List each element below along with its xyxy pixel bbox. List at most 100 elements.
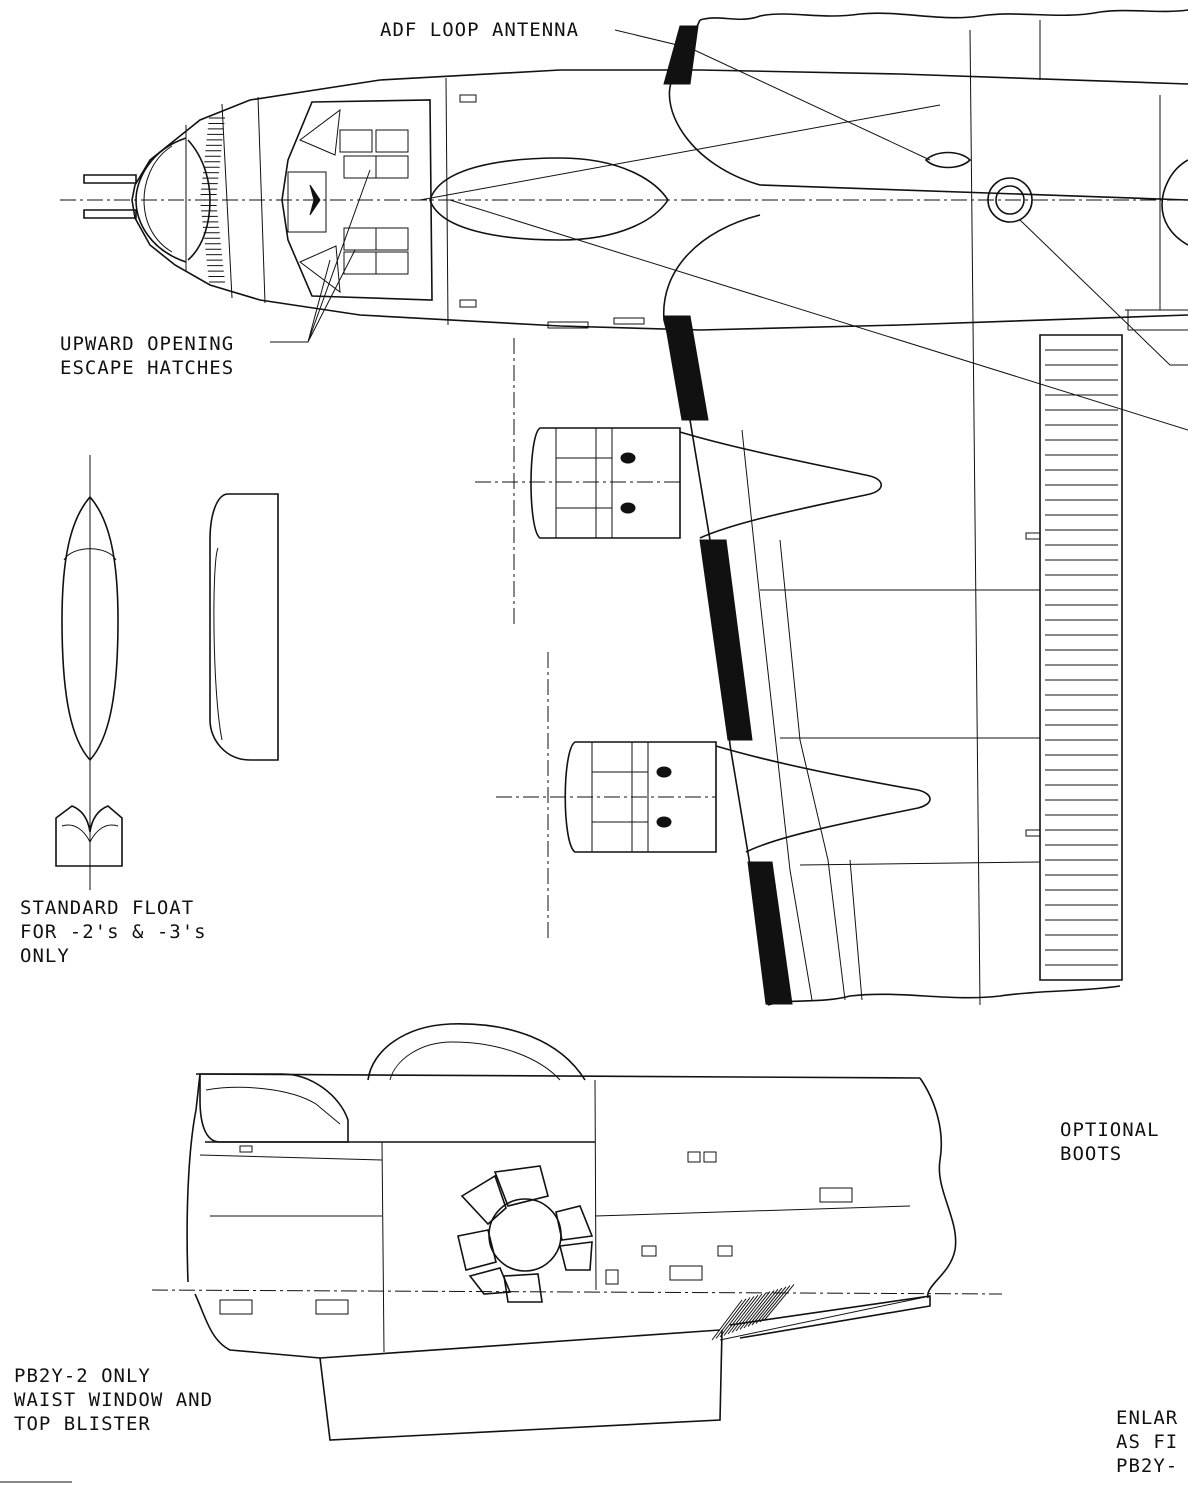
canopy-pane xyxy=(376,228,408,250)
hatch-stroke xyxy=(756,1287,786,1324)
hatch-stroke xyxy=(728,1295,758,1334)
float-top-view xyxy=(62,497,118,760)
label-line: TOP BLISTER xyxy=(14,1413,151,1435)
deicer-boot-3 xyxy=(700,540,752,740)
fuselage-outline xyxy=(132,70,1188,330)
nose-gun-lower xyxy=(84,210,136,218)
hull-hatching xyxy=(712,1284,794,1340)
hatch-leader-line xyxy=(1020,220,1188,365)
hatch-stroke xyxy=(716,1299,746,1339)
float-side-chine xyxy=(214,548,222,740)
wing-fillet-lower xyxy=(664,215,760,420)
fuselage-step-marker xyxy=(548,322,588,328)
flap-hinge-2 xyxy=(1026,830,1040,836)
fuselage-aft-step xyxy=(1125,310,1188,330)
top-blister-inner xyxy=(390,1042,560,1080)
waist-pane-bottom xyxy=(504,1274,542,1302)
sight-line-1 xyxy=(420,105,940,200)
torn-edge-side-left xyxy=(187,1074,200,1282)
sight-line-2 xyxy=(450,200,1188,430)
canopy-frame-post xyxy=(310,185,320,215)
label-line: PB2Y- xyxy=(1116,1455,1179,1477)
trailing-edge-flap xyxy=(1040,335,1122,980)
canopy-pane xyxy=(344,156,376,178)
hatch-stroke xyxy=(740,1292,770,1330)
nacelle-cowl-1 xyxy=(531,428,680,538)
deicer-boot-1 xyxy=(664,26,698,84)
side-frame-3 xyxy=(595,1080,596,1290)
side-waterline xyxy=(152,1290,1002,1294)
nacelle-tail-2 xyxy=(716,746,930,852)
torn-edge-top xyxy=(700,10,1188,20)
torn-edge-wing xyxy=(768,986,1120,1005)
frame-line-1 xyxy=(222,104,232,298)
torn-edge-side xyxy=(920,1078,956,1298)
label-adf-loop-antenna: ADF LOOP ANTENNA xyxy=(380,19,580,41)
side-stringer-3 xyxy=(200,1155,382,1160)
label-line: UPWARD OPENING xyxy=(60,333,235,355)
adf-loop-blister xyxy=(926,153,970,168)
waist-pane-bottomleft xyxy=(470,1268,510,1294)
label-line: OPTIONAL xyxy=(1060,1119,1160,1141)
label-line: FOR -2's & -3's xyxy=(20,921,207,943)
hull-step-edge xyxy=(730,1296,930,1338)
hatch-stroke xyxy=(748,1289,778,1326)
wing-spar-line-2 xyxy=(780,540,845,1000)
hatch-stroke xyxy=(732,1294,762,1333)
cockpit-canopy xyxy=(282,100,432,300)
waist-window-center xyxy=(489,1199,561,1271)
wing-chord-line xyxy=(970,30,980,1005)
waist-pane-topleft xyxy=(462,1176,506,1224)
canopy-front-panes xyxy=(288,110,340,292)
waist-pane-left xyxy=(458,1230,496,1270)
astrodome-teardrop xyxy=(430,158,668,240)
waist-side-view xyxy=(152,1024,1002,1440)
deicer-boot-4 xyxy=(748,862,792,1004)
forward-turret-line xyxy=(206,1087,340,1124)
hatch-stroke xyxy=(736,1293,766,1331)
hatch-marker-bottom xyxy=(460,300,476,307)
float-detail xyxy=(56,455,278,890)
label-line: ENLAR xyxy=(1116,1407,1179,1429)
waist-pane-right xyxy=(556,1206,592,1240)
label-standard-float: STANDARD FLOAT FOR -2's & -3's ONLY xyxy=(20,896,207,968)
hull-step-block xyxy=(320,1330,722,1440)
hatch-stroke xyxy=(724,1296,754,1335)
wing-spar-line-1 xyxy=(742,430,812,1000)
hatch-stroke xyxy=(712,1300,742,1340)
nacelle-tail-1 xyxy=(680,432,881,538)
hull-chine-line xyxy=(720,1296,930,1340)
canopy-pane xyxy=(376,156,408,178)
wing-fillet-upper xyxy=(669,20,1188,200)
hull-lower-line xyxy=(195,1294,720,1358)
nose-turret-outline xyxy=(136,138,186,262)
side-top-line xyxy=(196,1074,920,1078)
side-frame-2 xyxy=(382,1142,384,1352)
engine-nacelle-inboard xyxy=(475,338,881,625)
label-line: ONLY xyxy=(20,945,70,967)
float-front-view xyxy=(56,806,122,866)
hatch-stroke xyxy=(720,1298,750,1337)
waist-pane-top xyxy=(495,1166,548,1206)
float-side-view xyxy=(210,494,278,760)
frame-line-2 xyxy=(258,97,265,303)
top-hatch-inner xyxy=(996,186,1024,214)
top-blister xyxy=(368,1024,585,1080)
top-hatch-outer xyxy=(988,178,1032,222)
side-stringer-2 xyxy=(595,1206,910,1216)
wing-spar-line-3 xyxy=(850,860,862,1000)
turret-partial xyxy=(1162,160,1188,245)
fuselage-top-view xyxy=(60,10,1188,1005)
canopy-side-panes xyxy=(340,130,408,274)
engine-nacelle-outboard xyxy=(496,652,930,942)
forward-turret-fairing xyxy=(200,1074,348,1142)
hatch-stroke xyxy=(744,1290,774,1328)
float-step-line xyxy=(64,549,116,560)
hatch-stroke xyxy=(764,1284,794,1320)
label-enlarged-cropped: ENLAR AS FI PB2Y- xyxy=(1116,1406,1178,1478)
hatch-stroke xyxy=(760,1286,790,1322)
flap-ribs xyxy=(1045,350,1118,965)
label-line: STANDARD FLOAT xyxy=(20,897,195,919)
frame-line-3 xyxy=(446,78,448,325)
